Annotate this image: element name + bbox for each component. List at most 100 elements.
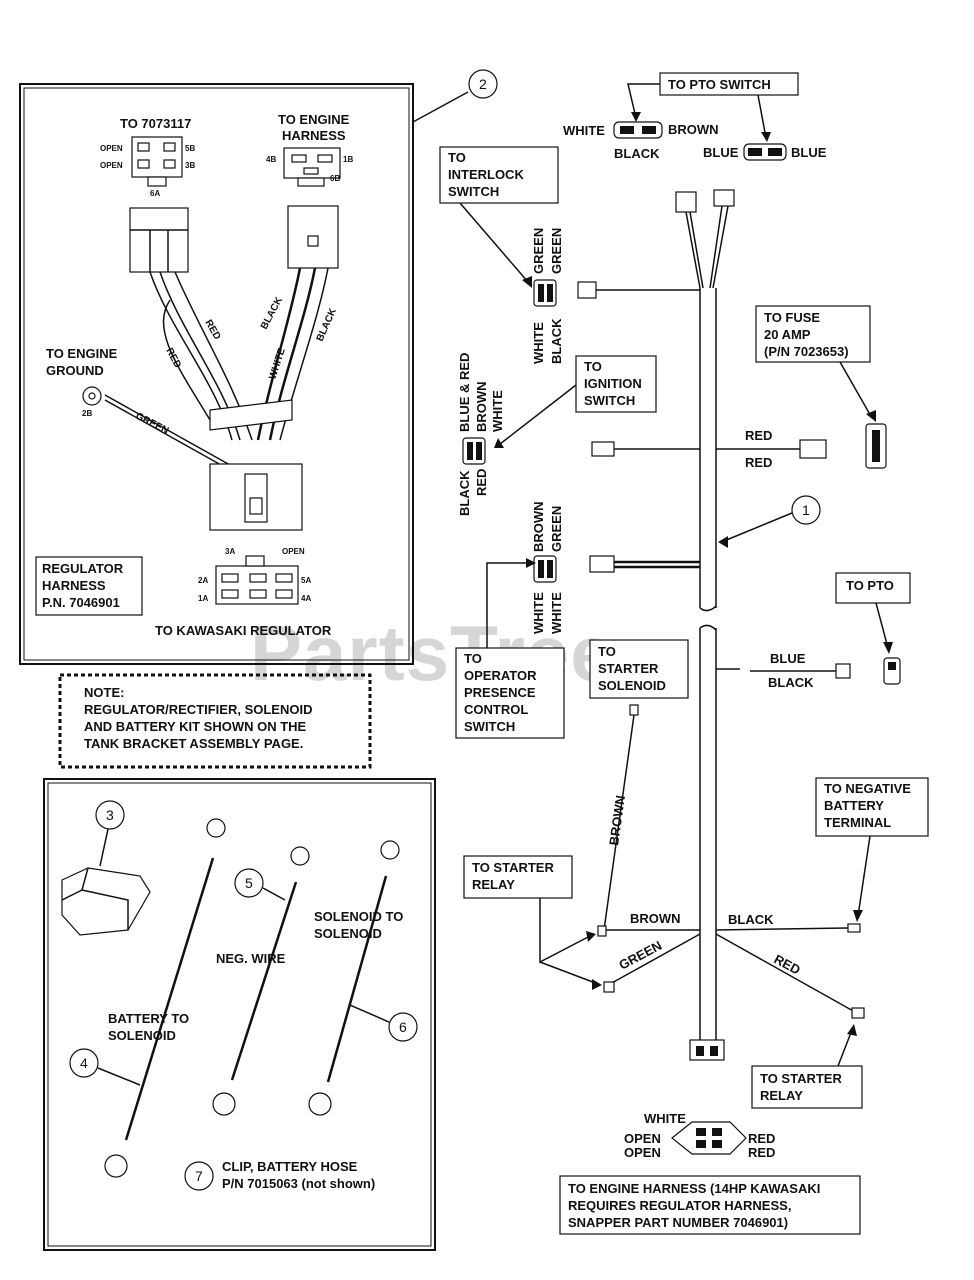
battery-cable-panel: 3 BATTERY TO SOLENOID 4 5 NEG. WIRE SOLE… [43,778,436,1251]
fuse-line-3: (P/N 7023653) [764,344,849,359]
engine-harness-red-1: RED [748,1131,775,1146]
solenoid-to-solenoid-2: SOLENOID [314,926,382,941]
branch-wire-brown: BROWN [630,911,681,926]
label-pin-3b: 3B [185,161,195,170]
connector-7073117-body [129,207,189,273]
label-pto-black: BLACK [614,146,660,161]
interlock-green-1: GREEN [531,228,546,274]
starter-relay-left-label-box [463,855,573,899]
interlock-line-1: TO [448,150,466,165]
label-pin-4b: 4B [266,155,276,164]
engine-harness-open-1: OPEN [624,1131,661,1146]
callout-1-number: 1 [802,502,810,518]
solenoid-label-box [589,639,689,699]
interlock-black: BLACK [549,318,564,364]
label-pto-brown: BROWN [668,122,719,137]
starter-relay-right-line-2: RELAY [760,1088,803,1103]
interlock-white: WHITE [531,322,546,364]
note-box: NOTE: REGULATOR/RECTIFIER, SOLENOID AND … [58,673,372,769]
ignition-black: BLACK [457,470,472,516]
engine-harness-connector [671,1121,747,1155]
callout-6-number: 6 [399,1019,407,1035]
ignition-blue-red: BLUE & RED [457,353,472,432]
ignition-line-2: IGNITION [584,376,642,391]
label-pin-1b: 1B [343,155,353,164]
wire-label-black-2: BLACK [315,306,340,343]
cable-battery-to-solenoid [124,857,215,1141]
wire-label-red-2: RED [163,346,183,370]
ignition-brown: BROWN [474,381,489,432]
starter-relay-right-label-box [751,1065,863,1109]
neg-wire-label: NEG. WIRE [216,951,286,966]
solenoid-line-1: TO [598,644,616,659]
label-open-3b: OPEN [100,161,123,170]
harness-box-line-3: P.N. 7046901 [42,595,120,610]
starter-relay-left-line-2: RELAY [472,877,515,892]
label-to-engine-harness-2: HARNESS [282,128,346,143]
label-pin-3a: 3A [225,547,235,556]
solenoid-to-solenoid-1: SOLENOID TO [314,909,403,924]
label-pin-1a: 1A [198,594,208,603]
starter-relay-right-line-1: TO STARTER [760,1071,842,1086]
interlock-line-2: INTERLOCK [448,167,524,182]
operator-brown: BROWN [531,501,546,552]
label-pin-6a: 6A [150,189,160,198]
svg-text:2: 2 [479,76,487,92]
pto-connector [883,657,901,685]
callout-4-number: 4 [80,1055,88,1071]
fuse-wire-red-2: RED [745,455,772,470]
regulator-harness-label-box [35,556,143,616]
label-pin-open: OPEN [282,547,305,556]
operator-line-2: OPERATOR [464,668,537,683]
pto-wire-blue: BLUE [770,651,806,666]
wire-label-green: GREEN [134,411,171,437]
engine-harness-label-box [559,1175,861,1235]
label-to-7073117: TO 7073117 [120,116,191,131]
ignition-red: RED [474,469,489,496]
ignition-white: WHITE [490,390,505,432]
label-pin-2a: 2A [198,576,208,585]
label-pin-5b: 5B [185,144,195,153]
neg-battery-line-2: BATTERY [824,798,884,813]
label-pto-blue-right: BLUE [791,145,827,160]
ignition-line-3: SWITCH [584,393,635,408]
label-pin-2b: 2B [82,409,92,418]
label-to-pto: TO PTO [846,578,894,593]
interlock-label-box [439,146,559,204]
ignition-line-1: TO [584,359,602,374]
label-to-engine-ground-1: TO ENGINE [46,346,118,361]
solenoid-line-2: STARTER [598,661,659,676]
pto-wire-black: BLACK [768,675,814,690]
neg-battery-label-box [815,777,929,837]
regulator-harness-panel: TO 7073117 OPEN OPEN 5B 3B 6A TO ENGINE … [19,83,414,665]
battery-to-solenoid-1: BATTERY TO [108,1011,189,1026]
engine-harness-white: WHITE [644,1111,686,1126]
fuse-line-1: TO FUSE [764,310,820,325]
note-line-1: NOTE: [84,685,124,700]
operator-white-1: WHITE [531,592,546,634]
operator-white-2: WHITE [549,592,564,634]
wire-label-red-1: RED [202,318,222,342]
label-pin-6b: 6B [330,174,340,183]
operator-line-5: SWITCH [464,719,515,734]
note-line-2: REGULATOR/RECTIFIER, SOLENOID [84,702,312,717]
note-line-4: TANK BRACKET ASSEMBLY PAGE. [84,736,303,751]
engine-harness-line-1: TO ENGINE HARNESS (14HP KAWASAKI [568,1181,820,1196]
operator-line-3: PRESENCE [464,685,536,700]
cable-neg-wire [230,881,298,1081]
cable-solenoid-to-solenoid [326,875,388,1083]
pto-label-box [835,572,911,604]
operator-line-1: TO [464,651,482,666]
label-to-engine-harness-1: TO ENGINE [278,112,350,127]
interlock-green-2: GREEN [549,228,564,274]
callout-3-number: 3 [106,807,114,823]
fuse-label-box [755,305,871,363]
branch-wire-black: BLACK [728,912,774,927]
label-pin-5a: 5A [301,576,311,585]
label-to-pto-switch: TO PTO SWITCH [668,77,771,92]
label-to-kawasaki-regulator: TO KAWASAKI REGULATOR [155,623,332,638]
wire-label-black-1: BLACK [259,295,286,332]
harness-box-line-2: HARNESS [42,578,106,593]
label-pto-white: WHITE [563,123,605,138]
